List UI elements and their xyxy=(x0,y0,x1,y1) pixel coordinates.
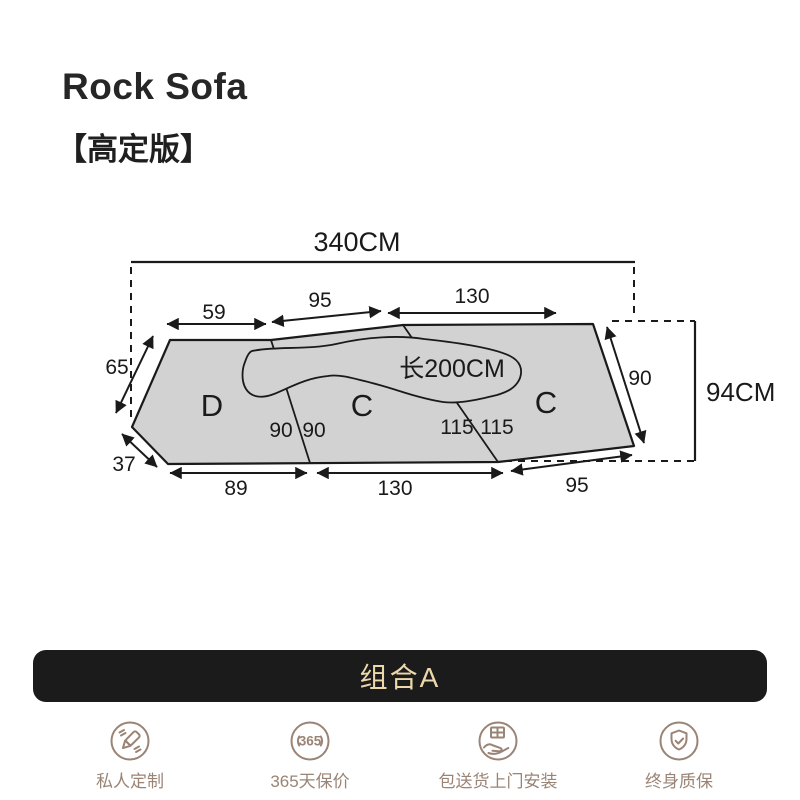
delivery-hand-icon xyxy=(478,721,518,761)
combination-banner-label: 组合A xyxy=(359,662,441,693)
seam1-right-label: 90 xyxy=(302,419,325,442)
dim-right-edge: 90 xyxy=(628,367,651,390)
dim-arrow-right-edge xyxy=(604,326,647,444)
dim-arrow-left-upper xyxy=(115,335,154,414)
seam2-right-label: 115 xyxy=(480,416,513,439)
feature-item-delivery-install: 包送货上门安装 xyxy=(408,718,588,792)
section-label-c-middle: C xyxy=(351,388,373,423)
dim-arrow-bottom-right xyxy=(510,450,633,476)
dim-left-upper: 65 xyxy=(105,356,128,379)
seam1-left-label: 90 xyxy=(269,419,292,442)
shield-check-icon xyxy=(659,721,699,761)
cushion-length-label: 长200CM xyxy=(399,355,505,383)
svg-text:365: 365 xyxy=(299,734,322,749)
dim-arrow-left-lower xyxy=(121,433,158,468)
chaise-cushion-shape xyxy=(241,336,523,404)
overall-depth-label: 94CM xyxy=(706,377,775,407)
section-label-d: D xyxy=(201,388,223,423)
feature-label: 365天保价 xyxy=(270,772,350,791)
pencil-icon xyxy=(110,721,150,761)
dim-bottom-right: 95 xyxy=(565,474,588,497)
feature-label: 私人定制 xyxy=(96,772,164,791)
dim-top-right: 130 xyxy=(454,285,489,308)
dim-top-middle: 95 xyxy=(308,289,331,312)
dim-top-left: 59 xyxy=(202,301,225,324)
section-label-c-right: C xyxy=(535,385,557,420)
feature-item-warranty: 终身质保 xyxy=(589,718,769,792)
badge-365-icon: 365 xyxy=(290,721,330,761)
dim-arrow-top-middle xyxy=(271,306,382,327)
page-title: Rock Sofa xyxy=(62,66,248,107)
dim-bottom-middle: 130 xyxy=(377,477,412,500)
feature-item-customization: 私人定制 xyxy=(40,718,220,792)
feature-label: 包送货上门安装 xyxy=(438,772,558,791)
overall-width-label: 340CM xyxy=(313,227,400,257)
combination-banner: 组合A xyxy=(33,650,767,702)
dim-left-lower: 37 xyxy=(112,453,135,476)
feature-item-price-guarantee: 365 365天保价 xyxy=(220,718,400,792)
page-subtitle: 【高定版】 xyxy=(56,132,211,167)
dim-bottom-left: 89 xyxy=(224,477,247,500)
feature-label: 终身质保 xyxy=(645,772,713,791)
seam2-left-label: 115 xyxy=(440,416,473,439)
